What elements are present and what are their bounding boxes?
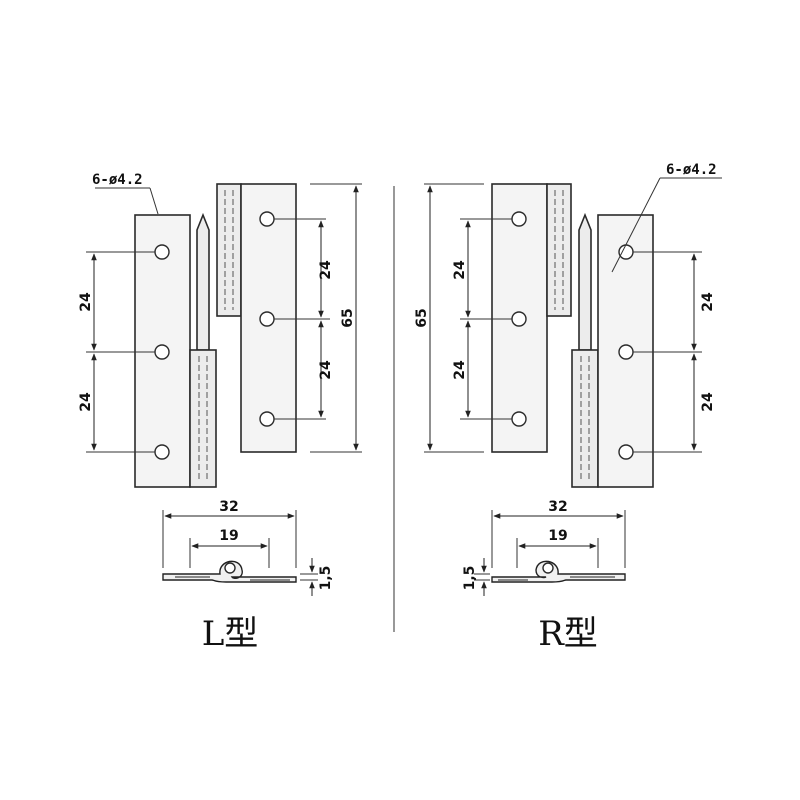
r-pin-profile: [542, 562, 554, 574]
r-lower-knuckle: [571, 349, 599, 488]
l-hole: [259, 411, 275, 427]
l-pitch-lower-label: 24: [78, 392, 94, 412]
l-pin: [196, 212, 210, 351]
l-inner-width-label: 19: [219, 528, 238, 544]
r-hole-callout: 6-ø4.2: [666, 162, 717, 178]
r-type-view: 6-ø4.2 24 24 65 24 24 32 19: [414, 162, 722, 654]
l-right-pitch-upper-label: 24: [318, 260, 334, 280]
r-height-label: 65: [414, 308, 430, 327]
l-hole: [154, 444, 170, 460]
l-hole: [259, 311, 275, 327]
r-type-title: R型: [538, 614, 598, 654]
r-hole: [618, 344, 634, 360]
l-upper-knuckle: [216, 183, 242, 317]
l-width-label: 32: [219, 499, 238, 515]
r-pin: [578, 212, 592, 351]
l-height-label: 65: [340, 308, 356, 327]
r-hole: [511, 411, 527, 427]
l-type-title: L型: [202, 614, 259, 654]
l-right-pitch-lower-label: 24: [318, 360, 334, 380]
l-hole: [154, 344, 170, 360]
r-left-pitch-upper-label: 24: [452, 260, 468, 280]
l-pin-profile: [224, 562, 236, 574]
r-left-pitch-lower-label: 24: [452, 360, 468, 380]
r-hole: [618, 244, 634, 260]
r-upper-knuckle: [546, 183, 572, 317]
l-type-view: 6-ø4.2 24 24 24 24 65 32 19: [78, 172, 362, 654]
l-thickness-label: 1,5: [318, 566, 334, 591]
r-inner-width-label: 19: [548, 528, 567, 544]
r-right-pitch-upper-label: 24: [700, 292, 716, 312]
r-hole: [618, 444, 634, 460]
r-right-pitch-lower-label: 24: [700, 392, 716, 412]
l-hole: [154, 244, 170, 260]
r-hole: [511, 311, 527, 327]
l-pitch-upper-label: 24: [78, 292, 94, 312]
l-lower-knuckle: [189, 349, 217, 488]
r-width-label: 32: [548, 499, 567, 515]
l-hole: [259, 211, 275, 227]
r-hinge-profile: [491, 560, 626, 583]
r-hole: [511, 211, 527, 227]
l-hole-callout: 6-ø4.2: [92, 172, 143, 188]
r-thickness-label: 1,5: [462, 566, 478, 591]
